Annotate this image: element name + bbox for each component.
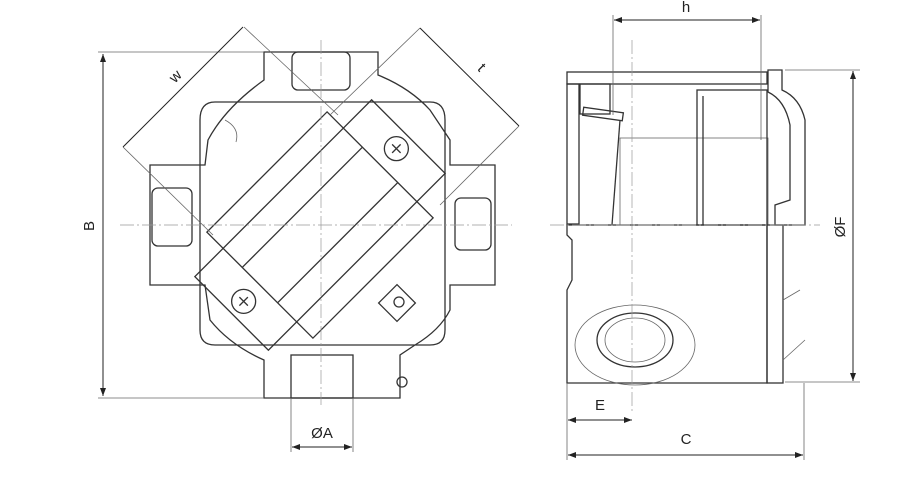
cover-section: [566, 71, 768, 85]
body-outline: [566, 224, 768, 384]
terminal-stack: [205, 110, 435, 340]
lid-bolt-housing: [579, 83, 611, 115]
cover-flange: [767, 69, 806, 226]
screw-icon: [383, 135, 410, 162]
dimension-label-B: B: [81, 221, 98, 231]
entry-boss: [574, 304, 696, 386]
front-dimensions: B w t ØA: [81, 26, 520, 452]
mounting-hole: [396, 376, 408, 388]
body-wall: [566, 83, 580, 225]
dimension-label-E: E: [595, 397, 605, 414]
dimension-label-F: ØF: [832, 217, 849, 238]
casting-mark: [224, 119, 238, 143]
bottom-entry-bore: [290, 354, 354, 399]
lid-bolt: [581, 106, 625, 122]
left-entry-bore: [151, 187, 193, 247]
dimension-label-C: C: [681, 431, 692, 448]
mounting-rail: [193, 98, 447, 352]
side-view: [550, 40, 820, 412]
entry-hole: [596, 312, 674, 368]
dimension-label-A: ØA: [311, 425, 333, 442]
mounting-lug: [377, 283, 417, 323]
dimension-label-t: t: [474, 60, 490, 76]
terminal-block: [193, 98, 447, 352]
terminal-cover: [696, 89, 768, 226]
right-entry-bore: [454, 197, 492, 251]
dimension-label-w: w: [165, 67, 186, 88]
enclosure-body: [149, 51, 496, 399]
side-dimensions: h ØF E C: [566, 0, 860, 460]
cover-rim: [766, 224, 784, 384]
dimension-label-h: h: [682, 0, 690, 16]
front-view: [120, 40, 512, 405]
screw-icon: [230, 288, 257, 315]
terminal-section: [619, 137, 769, 226]
